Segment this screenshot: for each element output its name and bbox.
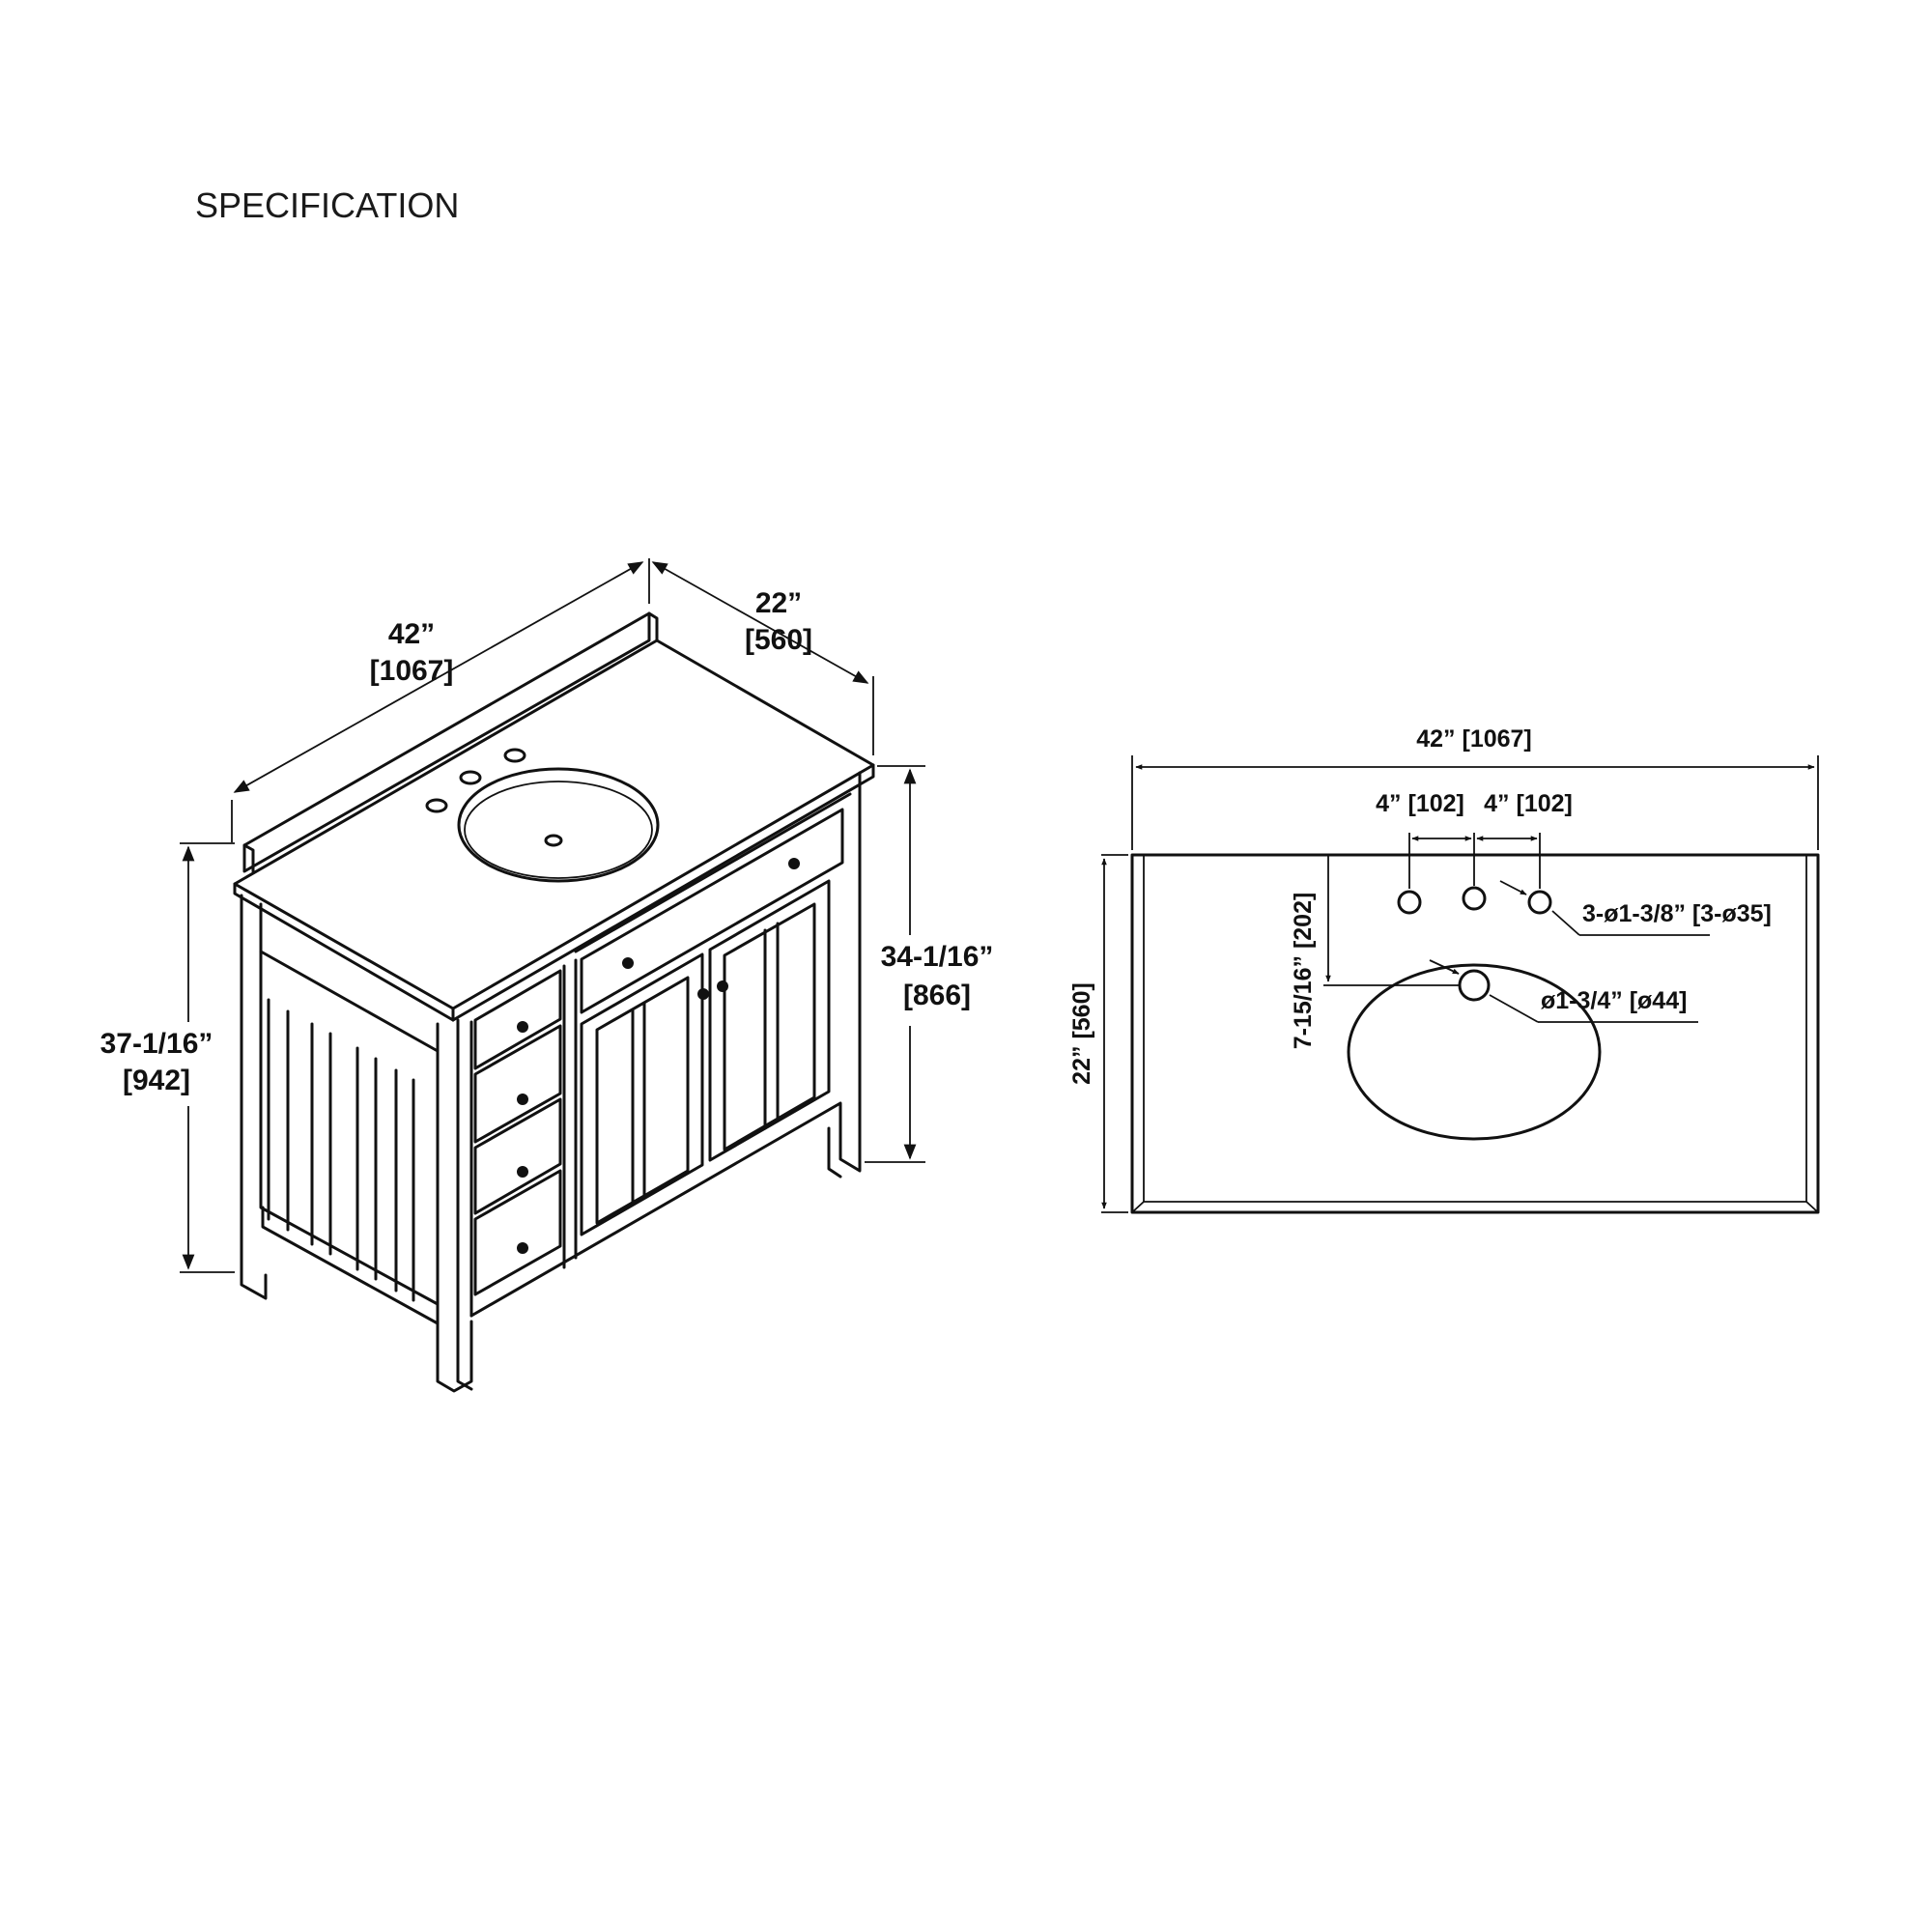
dim-drain-offset: 7-15/16” [202]: [1290, 855, 1461, 1049]
width-mm-label: [1067]: [370, 655, 454, 687]
depth-in-label: 22”: [755, 587, 802, 619]
faucet-holes-label: 3-ø1-3/8” [3-ø35]: [1582, 900, 1772, 927]
faucet-hole-right: [1527, 890, 1552, 915]
counter-height-in-label: 34-1/16”: [881, 941, 994, 973]
top-width-label: 42” [1067]: [1416, 725, 1532, 753]
drain-hole-label: ø1-3/4” [ø44]: [1541, 987, 1687, 1014]
countertop-top-view: 42” [1067] 22” [560] 4” [102] 4” [102] 7…: [1068, 725, 1820, 1214]
backsplash: [242, 611, 659, 873]
counter-height-mm-label: [866]: [903, 980, 971, 1011]
dim-total-height: 37-1/16” [942]: [100, 842, 235, 1273]
dim-top-depth: 22” [560]: [1068, 854, 1128, 1213]
drawer-knob: [517, 1021, 528, 1033]
faucet-spacing-left-label: 4” [102]: [1376, 790, 1464, 817]
countertop-outline: [1130, 853, 1820, 1214]
drain-hole: [1458, 969, 1491, 1002]
depth-mm-label: [560]: [745, 624, 812, 656]
faucet-hole-center: [1462, 886, 1487, 911]
vanity-isometric-drawing: 42” [1067] 22” [560] 37-1/16” [942] 34-1…: [100, 558, 994, 1393]
cabinet-front: [456, 771, 862, 1391]
basin: [425, 748, 660, 883]
door-knob: [697, 988, 709, 1000]
dim-top-width: 42” [1067]: [1131, 725, 1819, 850]
dim-counter-height: 34-1/16” [866]: [865, 765, 994, 1163]
faucet-hole-right: [503, 748, 526, 763]
drawer-knob: [622, 957, 634, 969]
total-height-mm-label: [942]: [123, 1065, 190, 1096]
total-height-in-label: 37-1/16”: [100, 1028, 213, 1060]
drawer-knob: [517, 1242, 528, 1254]
faucet-hole-center: [459, 770, 482, 785]
drawer-knob: [517, 1166, 528, 1178]
dim-depth: 22” [560]: [651, 561, 874, 755]
side-panel: [240, 894, 473, 1393]
door-knob: [717, 980, 728, 992]
knobs: [517, 858, 800, 1254]
leader-drain-hole: ø1-3/4” [ø44]: [1429, 959, 1698, 1023]
page-title: SPECIFICATION: [195, 185, 459, 225]
faucet-hole-left: [425, 798, 448, 813]
drawer-knob: [517, 1094, 528, 1105]
basin-outline: [1347, 963, 1602, 1141]
leader-faucet-holes: 3-ø1-3/8” [3-ø35]: [1499, 880, 1772, 936]
drain-hole: [544, 834, 563, 847]
faucet-spacing-right-label: 4” [102]: [1484, 790, 1573, 817]
width-in-label: 42”: [388, 618, 435, 650]
dim-width: 42” [1067]: [231, 558, 650, 842]
top-depth-label: 22” [560]: [1068, 982, 1095, 1085]
drawer-knob: [788, 858, 800, 869]
drain-offset-label: 7-15/16” [202]: [1290, 893, 1317, 1050]
dim-faucet-spacing: 4” [102] 4” [102]: [1376, 790, 1573, 889]
faucet-hole-left: [1397, 890, 1422, 915]
